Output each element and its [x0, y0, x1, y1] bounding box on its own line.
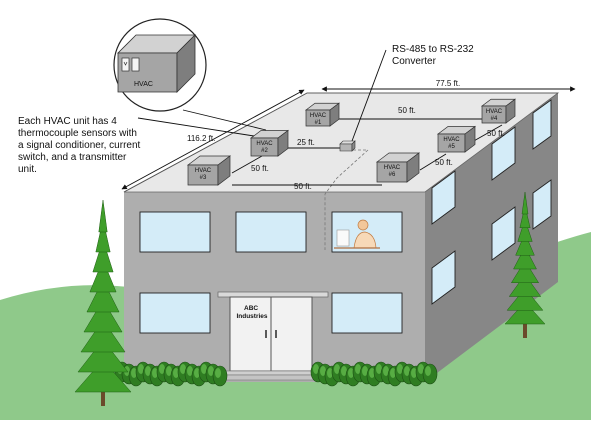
converter-leader [351, 49, 387, 142]
dim-hvac3-hvac6: 50 ft. [294, 182, 312, 191]
hvac-unit-4[interactable]: HVAC#4 [480, 98, 517, 124]
front-windows [139, 211, 403, 334]
window [235, 211, 307, 253]
window [491, 126, 516, 181]
hvac-unit-6[interactable]: HVAC#6 [375, 152, 421, 183]
shrub [212, 365, 228, 387]
window [331, 292, 403, 334]
dim-hvac4-hvac5: 50 ft. [487, 129, 505, 138]
building-side-wall [425, 93, 558, 382]
window [532, 99, 552, 150]
inset-hvac-label: HVAC [134, 81, 153, 88]
pine-tree-right [504, 191, 546, 338]
hvac-unit-label: HVAC#1 [310, 113, 327, 126]
hvac-unit-2[interactable]: HVAC#2 [249, 129, 290, 157]
converter-box[interactable] [339, 140, 356, 152]
cable-run [324, 149, 370, 250]
window [431, 250, 456, 305]
trees [74, 191, 546, 406]
width-label: 77.5 ft. [436, 79, 460, 88]
hvac-callout-text: Each HVAC unit has 4 thermocouple sensor… [18, 116, 143, 175]
dim-hvac1-hvac4: 50 ft. [398, 106, 416, 115]
dim-hvac5-hvac6: 50 ft. [435, 158, 453, 167]
pine-tree-left [74, 199, 132, 406]
hvac-unit-3[interactable]: HVAC#3 [186, 155, 232, 186]
converter-label: RS-485 to RS-232 Converter [392, 44, 477, 67]
depth-label: 116.2 ft. [187, 134, 215, 143]
hvac-unit-1[interactable]: HVAC#1 [304, 102, 341, 127]
hvac-unit-5[interactable]: HVAC#5 [436, 125, 477, 153]
callout-leader [137, 117, 255, 137]
hvac-unit-label: HVAC#6 [384, 165, 401, 178]
side-windows [431, 99, 552, 305]
window [139, 292, 211, 334]
window [532, 179, 552, 230]
window [139, 211, 211, 253]
dim-hvac2-hvac3: 50 ft. [251, 164, 269, 173]
entrance-door[interactable] [217, 291, 329, 381]
hvac-unit-label: HVAC#5 [443, 137, 460, 150]
window [491, 206, 516, 261]
company-sign: ABC Industries [236, 305, 267, 320]
callout-leader [182, 109, 267, 131]
window [431, 170, 456, 225]
shrub [422, 363, 438, 385]
hvac-detail-inset: HVAC [113, 18, 207, 112]
office-worker-icon [334, 219, 380, 249]
dim-hvac2-converter: 25 ft. [297, 138, 315, 147]
sensor-icon [121, 57, 140, 72]
hvac-unit-label: HVAC#4 [486, 109, 503, 122]
depth-arrow [121, 89, 305, 190]
